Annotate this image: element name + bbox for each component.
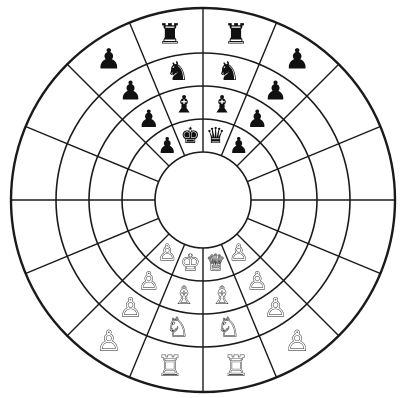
white-pawn-piece[interactable]: ♙	[264, 294, 287, 324]
white-queen-piece[interactable]: ♕	[206, 251, 226, 276]
board-grid	[11, 8, 395, 392]
white-pawn-piece[interactable]: ♙	[119, 294, 142, 324]
white-king-piece[interactable]: ♔	[181, 251, 201, 276]
black-pawn-piece[interactable]: ♟	[285, 43, 310, 76]
black-rook-piece[interactable]: ♜	[224, 17, 249, 50]
white-pawn-piece[interactable]: ♙	[157, 241, 177, 266]
black-pawn-piece[interactable]: ♟	[246, 105, 268, 133]
white-pawn-piece[interactable]: ♙	[96, 324, 121, 357]
white-knight-piece[interactable]: ♘	[166, 313, 189, 343]
white-pawn-piece[interactable]: ♙	[246, 267, 268, 295]
white-rook-piece[interactable]: ♖	[157, 350, 182, 383]
black-rook-piece[interactable]: ♜	[157, 17, 182, 50]
white-bishop-piece[interactable]: ♗	[211, 282, 233, 310]
black-knight-piece[interactable]: ♞	[217, 57, 240, 87]
white-pawn-piece[interactable]: ♙	[138, 267, 160, 295]
black-pawn-piece[interactable]: ♟	[157, 134, 177, 159]
black-king-piece[interactable]: ♚	[181, 124, 201, 149]
black-pawn-piece[interactable]: ♟	[229, 134, 249, 159]
white-pawn-piece[interactable]: ♙	[229, 241, 249, 266]
white-knight-piece[interactable]: ♘	[217, 313, 240, 343]
white-rook-piece[interactable]: ♖	[224, 350, 249, 383]
black-pawn-piece[interactable]: ♟	[119, 77, 142, 107]
white-bishop-piece[interactable]: ♗	[173, 282, 195, 310]
black-bishop-piece[interactable]: ♝	[173, 90, 195, 118]
black-pawn-piece[interactable]: ♟	[138, 105, 160, 133]
black-knight-piece[interactable]: ♞	[166, 57, 189, 87]
black-pawn-piece[interactable]: ♟	[264, 77, 287, 107]
black-queen-piece[interactable]: ♛	[206, 124, 226, 149]
black-pawn-piece[interactable]: ♟	[96, 43, 121, 76]
white-pawn-piece[interactable]: ♙	[285, 324, 310, 357]
black-bishop-piece[interactable]: ♝	[211, 90, 233, 118]
